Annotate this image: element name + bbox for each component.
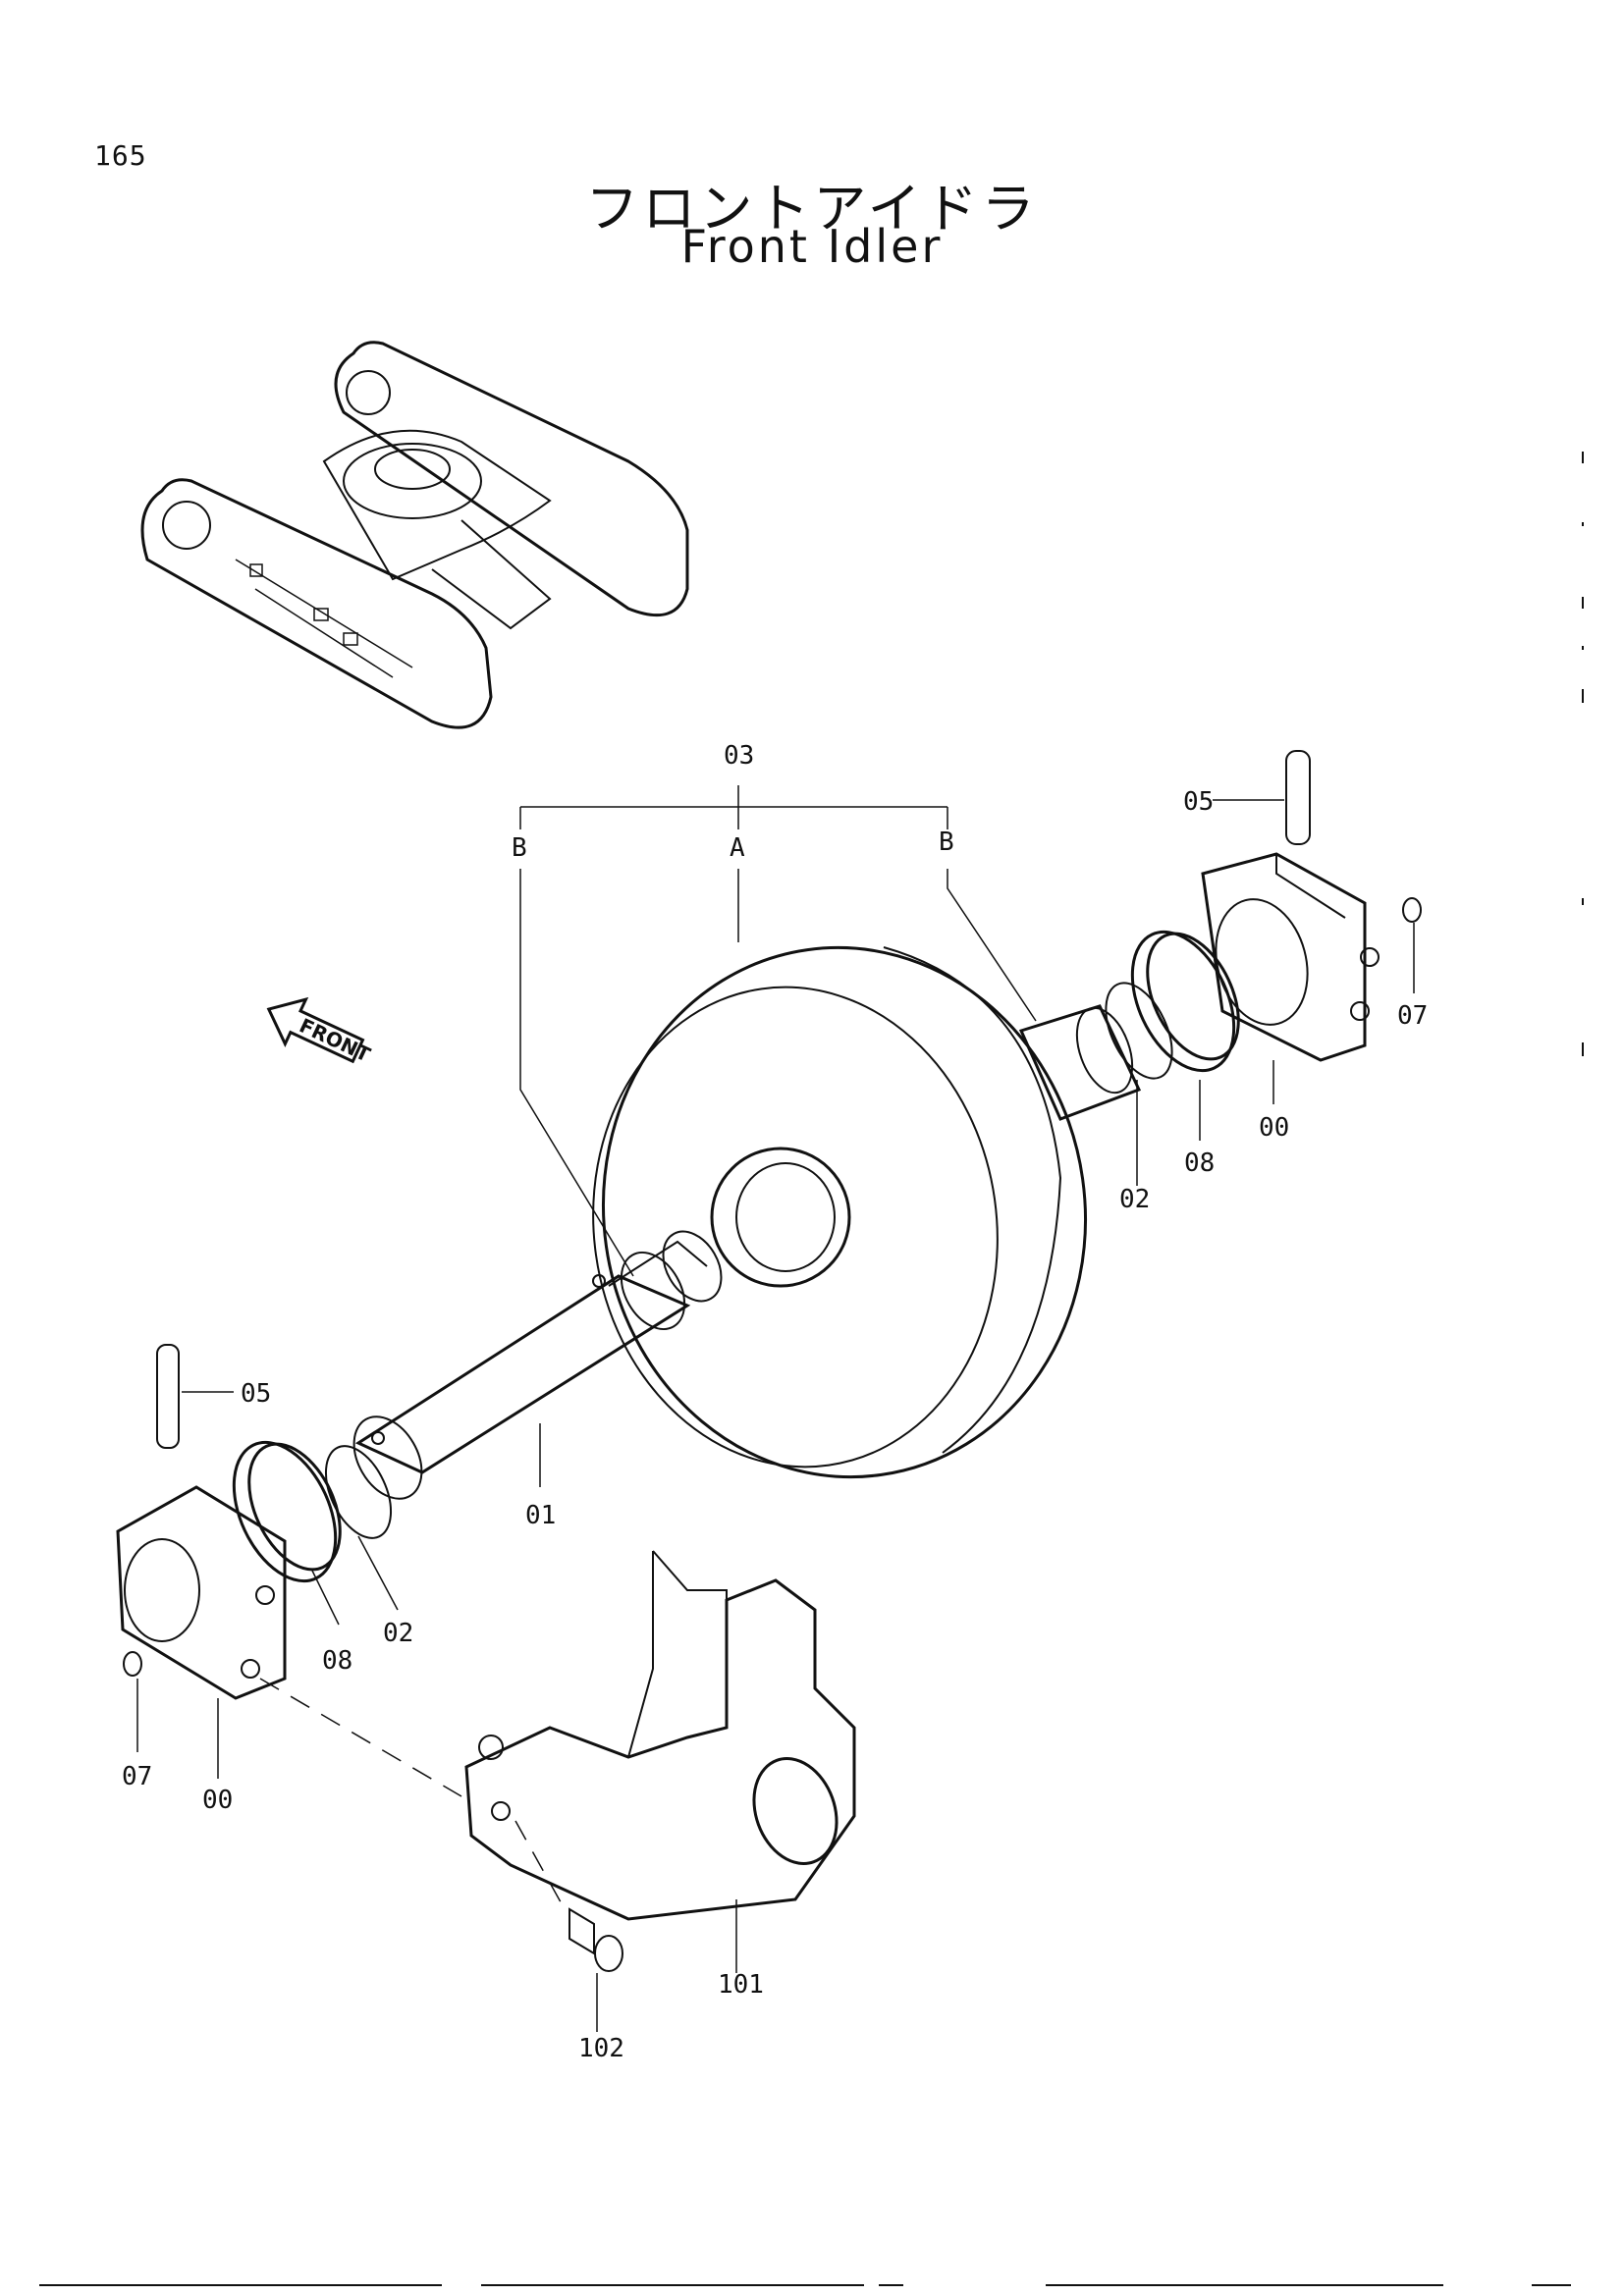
callout-00-left: 00 [202,1786,233,1815]
callout-101: 101 [718,1970,764,2000]
callout-102: 102 [578,2034,624,2063]
right-collar [1018,1004,1142,1121]
idler-wheel [592,945,1088,1479]
callout-07-right: 07 [1397,1001,1428,1031]
yoke [464,1550,856,1921]
title-english: Front Idler [680,220,944,273]
title-japanese: フロントアイドラ [585,178,1039,240]
plug-right [1402,897,1422,923]
callout-05-right: 05 [1183,787,1214,817]
callout-05-left: 05 [241,1379,271,1409]
undercarriage-overview [140,341,689,729]
callout-a: A [730,833,745,863]
bearing-left [116,1485,287,1700]
seal-left [324,1445,393,1539]
seal-right [1105,982,1173,1080]
ring-right [1130,930,1240,1073]
callout-08-right: 08 [1184,1148,1215,1178]
callout-07-left: 07 [122,1762,152,1791]
callout-00-right: 00 [1259,1113,1289,1143]
pin-left [156,1344,180,1449]
callout-03: 03 [724,741,754,771]
pin-right [1285,750,1311,845]
bolt [568,1907,623,1972]
plug-left [123,1651,142,1677]
callout-02-right: 02 [1119,1185,1150,1214]
callout-02-left: 02 [383,1619,413,1648]
shaft [352,1230,723,1500]
bearing-right [1201,852,1380,1062]
callout-labels: 03 A B B 05 07 00 08 02 05 01 02 08 07 0… [122,741,1428,2063]
callout-b-left: B [512,833,527,863]
page-number: 165 [94,139,147,172]
callout-01: 01 [525,1501,556,1530]
front-arrow-label: FRONT [296,1013,374,1066]
callout-08-left: 08 [322,1646,352,1676]
front-arrow: FRONT [266,996,374,1067]
leader-lines [136,785,1415,2032]
callout-b-right: B [939,828,954,857]
